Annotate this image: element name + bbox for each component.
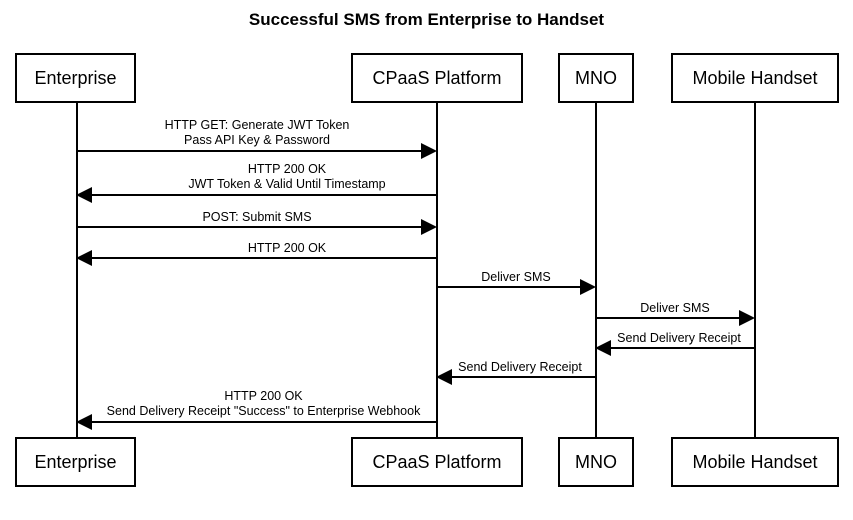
message-label-m3: POST: Submit SMS bbox=[137, 210, 377, 225]
message-label-m2: HTTP 200 OK JWT Token & Valid Until Time… bbox=[137, 162, 437, 192]
actor-box-enterprise-bottom[interactable]: Enterprise bbox=[15, 437, 136, 487]
arrowhead-left-m7 bbox=[595, 340, 611, 356]
actor-label: MNO bbox=[575, 451, 617, 472]
message-line-m2 bbox=[84, 194, 438, 196]
message-line-m3 bbox=[77, 226, 429, 228]
message-label-line1: Send Delivery Receipt bbox=[458, 360, 582, 374]
arrowhead-right-m5 bbox=[580, 279, 596, 295]
arrowhead-left-m2 bbox=[76, 187, 92, 203]
actor-box-enterprise-top[interactable]: Enterprise bbox=[15, 53, 136, 103]
lifeline-handset bbox=[754, 103, 756, 438]
message-label-m8: Send Delivery Receipt bbox=[445, 360, 595, 375]
actor-label: Mobile Handset bbox=[692, 67, 818, 88]
actor-box-cpaas-top[interactable]: CPaaS Platform bbox=[351, 53, 523, 103]
actor-box-mno-top[interactable]: MNO bbox=[558, 53, 634, 103]
message-label-line1: HTTP 200 OK bbox=[224, 389, 303, 403]
actor-label: MNO bbox=[575, 67, 617, 88]
message-line-m1 bbox=[77, 150, 429, 152]
message-label-m9: HTTP 200 OK Send Delivery Receipt "Succe… bbox=[89, 389, 438, 419]
lifeline-mno bbox=[595, 103, 597, 438]
message-line-m6 bbox=[596, 317, 747, 319]
message-label-line1: HTTP 200 OK bbox=[247, 241, 327, 255]
message-label-line2: Pass API Key & Password bbox=[184, 133, 330, 147]
arrowhead-right-m1 bbox=[421, 143, 437, 159]
arrowhead-left-m9 bbox=[76, 414, 92, 430]
message-label-line1: POST: Submit SMS bbox=[202, 210, 312, 224]
message-line-m9 bbox=[84, 421, 438, 423]
actor-box-handset-top[interactable]: Mobile Handset bbox=[671, 53, 839, 103]
actor-box-mno-bottom[interactable]: MNO bbox=[558, 437, 634, 487]
message-line-m7 bbox=[603, 347, 756, 349]
message-line-m8 bbox=[444, 376, 597, 378]
arrowhead-right-m3 bbox=[421, 219, 437, 235]
message-label-line2: JWT Token & Valid Until Timestamp bbox=[188, 177, 386, 191]
actor-box-handset-bottom[interactable]: Mobile Handset bbox=[671, 437, 839, 487]
message-label-m6: Deliver SMS bbox=[596, 301, 754, 316]
message-label-line2: Send Delivery Receipt "Success" to Enter… bbox=[106, 404, 421, 418]
message-label-m7: Send Delivery Receipt bbox=[604, 331, 754, 346]
message-label-m4: HTTP 200 OK bbox=[137, 241, 437, 256]
actor-label: Enterprise bbox=[34, 67, 117, 88]
page-title: Successful SMS from Enterprise to Handse… bbox=[248, 10, 605, 29]
message-line-m5 bbox=[437, 286, 588, 288]
actor-label: CPaaS Platform bbox=[372, 67, 502, 88]
message-label-line1: Deliver SMS bbox=[481, 270, 551, 284]
actor-label: Enterprise bbox=[34, 451, 117, 472]
arrowhead-left-m8 bbox=[436, 369, 452, 385]
actor-label: CPaaS Platform bbox=[372, 451, 502, 472]
message-label-line1: HTTP GET: Generate JWT Token bbox=[164, 118, 350, 132]
actor-box-cpaas-bottom[interactable]: CPaaS Platform bbox=[351, 437, 523, 487]
arrowhead-left-m4 bbox=[76, 250, 92, 266]
message-label-line1: Deliver SMS bbox=[640, 301, 710, 315]
lifeline-enterprise bbox=[76, 103, 78, 438]
message-label-m1: HTTP GET: Generate JWT Token Pass API Ke… bbox=[137, 118, 377, 148]
message-label-m5: Deliver SMS bbox=[437, 270, 595, 285]
message-line-m4 bbox=[84, 257, 438, 259]
lifeline-cpaas bbox=[436, 103, 438, 438]
message-label-line1: Send Delivery Receipt bbox=[617, 331, 741, 345]
arrowhead-right-m6 bbox=[739, 310, 755, 326]
message-label-line1: HTTP 200 OK bbox=[247, 162, 327, 176]
actor-label: Mobile Handset bbox=[692, 451, 818, 472]
